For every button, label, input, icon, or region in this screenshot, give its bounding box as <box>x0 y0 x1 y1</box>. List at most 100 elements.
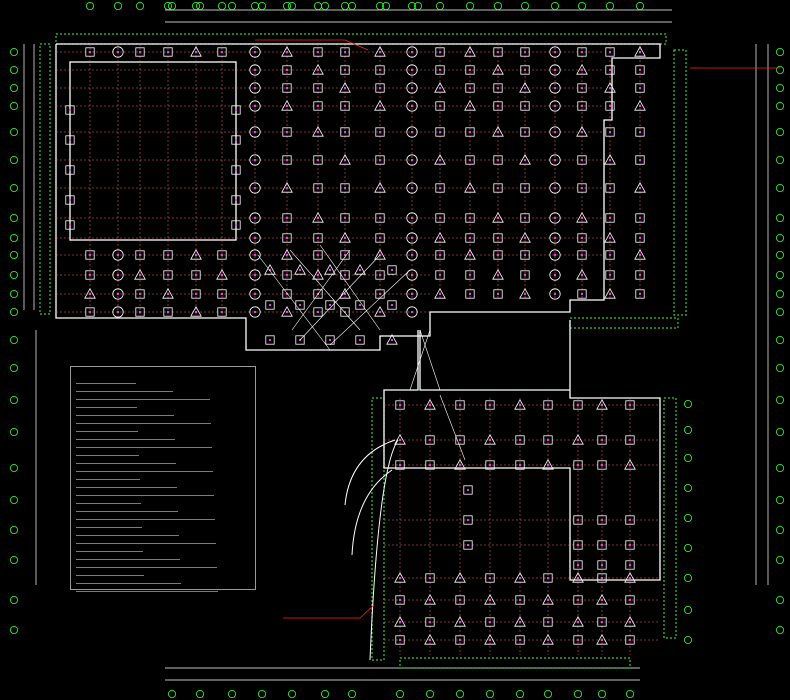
triangle-pile-cap-icon <box>339 81 351 93</box>
square-pile-cap-icon <box>515 595 525 605</box>
axis-bubble-icon <box>776 427 785 436</box>
pile-marker-icon <box>316 186 320 190</box>
square-pile-cap-icon <box>520 65 530 75</box>
axis-bubble-icon <box>191 2 200 10</box>
pile-marker-icon <box>576 403 580 407</box>
pile-caps <box>65 45 646 645</box>
axis-bubble-icon <box>282 2 291 10</box>
square-pile-cap-icon <box>425 617 435 627</box>
note-line <box>76 575 181 584</box>
pile-marker-icon <box>458 438 462 442</box>
axis-bubble-icon <box>493 2 502 10</box>
triangle-pile-cap-icon <box>519 153 531 165</box>
square-pile-cap-icon <box>435 213 445 223</box>
triangle-pile-cap-icon <box>374 248 386 260</box>
pile-marker-icon <box>343 292 347 296</box>
square-pile-cap-icon <box>375 155 385 165</box>
pile-marker-icon <box>378 130 382 134</box>
axis-bubble-icon <box>776 335 785 344</box>
pile-marker-icon <box>518 620 522 624</box>
pile-marker-icon <box>608 253 612 257</box>
triangle-pile-cap-icon <box>312 268 324 280</box>
pile-marker-icon <box>285 236 289 240</box>
pile-marker-icon <box>496 50 500 54</box>
pile-marker-icon <box>68 223 72 227</box>
pile-marker-icon <box>398 598 402 602</box>
square-pile-cap-icon <box>597 515 607 525</box>
triangle-pile-cap-icon <box>542 633 554 645</box>
axis-bubble-icon <box>9 270 18 279</box>
circle-pile-cap-icon <box>406 249 418 261</box>
pile-marker-icon <box>268 303 272 307</box>
note-line <box>76 439 212 448</box>
pile-marker-icon <box>576 563 580 567</box>
square-pile-cap-icon <box>325 335 335 345</box>
pile-marker-icon <box>253 158 257 162</box>
triangle-pile-cap-icon <box>281 181 293 193</box>
pile-marker-icon <box>628 438 632 442</box>
pile-marker-icon <box>523 104 527 108</box>
square-pile-cap-icon <box>231 105 241 115</box>
circle-pile-cap-icon <box>406 46 418 58</box>
square-pile-cap-icon <box>625 400 635 410</box>
square-pile-cap-icon <box>265 335 275 345</box>
pile-marker-icon <box>628 620 632 624</box>
note-line <box>76 479 177 488</box>
circle-pile-cap-icon <box>249 100 261 112</box>
triangle-pile-cap-icon <box>434 231 446 243</box>
pile-marker-icon <box>378 292 382 296</box>
pile-marker-icon <box>468 253 472 257</box>
square-pile-cap-icon <box>485 617 495 627</box>
square-pile-cap-icon <box>231 195 241 205</box>
axis-bubble-icon <box>167 690 176 699</box>
axis-bubble-icon <box>776 84 785 93</box>
pile-marker-icon <box>496 86 500 90</box>
triangle-pile-cap-icon <box>519 287 531 299</box>
triangle-pile-cap-icon <box>216 268 228 280</box>
pile-marker-icon <box>488 638 492 642</box>
pile-marker-icon <box>398 463 402 467</box>
pile-marker-icon <box>438 158 442 162</box>
pile-marker-icon <box>523 292 527 296</box>
square-pile-cap-icon <box>395 400 405 410</box>
axis-bubble-icon <box>465 2 474 10</box>
triangle-pile-cap-icon <box>294 263 306 275</box>
circle-pile-cap-icon <box>549 126 561 138</box>
pile-marker-icon <box>580 253 584 257</box>
pile-marker-icon <box>638 86 642 90</box>
triangle-pile-cap-icon <box>324 263 336 275</box>
pile-marker-icon <box>496 186 500 190</box>
pile-marker-icon <box>410 236 414 240</box>
square-pile-cap-icon <box>282 213 292 223</box>
triangle-pile-cap-icon <box>394 571 406 583</box>
square-pile-cap-icon <box>313 289 323 299</box>
triangle-pile-cap-icon <box>454 615 466 627</box>
triangle-pile-cap-icon <box>464 248 476 260</box>
square-pile-cap-icon <box>577 233 587 243</box>
axis-bubble-icon <box>9 102 18 111</box>
pile-marker-icon <box>378 310 382 314</box>
axis-bubble-icon <box>425 690 434 699</box>
pile-marker-icon <box>378 50 382 54</box>
triangle-pile-cap-icon <box>604 81 616 93</box>
circle-pile-cap-icon <box>249 288 261 300</box>
axis-bubble-icon <box>636 2 645 10</box>
square-pile-cap-icon <box>231 135 241 145</box>
square-pile-cap-icon <box>313 47 323 57</box>
note-line <box>76 583 218 592</box>
triangle-pile-cap-icon <box>394 615 406 627</box>
pile-marker-icon <box>468 158 472 162</box>
axis-bubble-icon <box>776 495 785 504</box>
square-pile-cap-icon <box>597 560 607 570</box>
square-pile-cap-icon <box>635 127 645 137</box>
pile-marker-icon <box>378 158 382 162</box>
square-pile-cap-icon <box>65 105 75 115</box>
pile-marker-icon <box>638 253 642 257</box>
pile-marker-icon <box>580 216 584 220</box>
circle-pile-cap-icon <box>249 82 261 94</box>
square-pile-cap-icon <box>313 183 323 193</box>
pile-marker-icon <box>496 68 500 72</box>
square-pile-cap-icon <box>573 635 583 645</box>
pile-marker-icon <box>68 168 72 172</box>
triangle-pile-cap-icon <box>634 99 646 111</box>
